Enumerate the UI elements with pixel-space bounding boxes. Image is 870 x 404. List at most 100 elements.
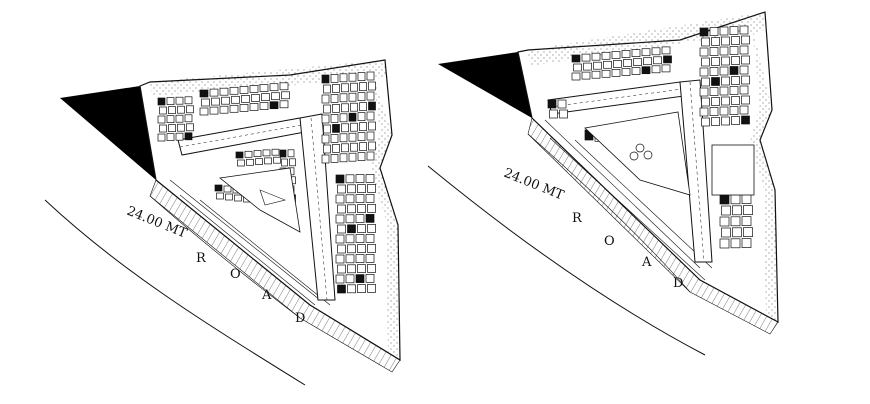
building-plot: [347, 224, 356, 234]
building-plot: [249, 103, 259, 111]
building-plot: [611, 51, 621, 59]
building-plot: [699, 67, 709, 77]
building-plot: [321, 94, 330, 104]
building-plot: [175, 96, 184, 105]
building-plot: [730, 216, 741, 227]
landscape-strip-right-r: [750, 25, 778, 322]
building-plot: [175, 114, 184, 123]
building-plot: [348, 132, 357, 142]
building-plot: [719, 66, 729, 76]
building-plot: [699, 27, 709, 37]
building-plot: [741, 238, 752, 248]
road-width-label-right: 24.00 MT: [502, 166, 567, 204]
building-plot: [601, 51, 611, 60]
building-plot: [701, 97, 710, 107]
building-plot: [651, 47, 661, 56]
building-plot: [365, 214, 375, 223]
building-plot: [337, 184, 346, 194]
building-plot: [347, 204, 356, 214]
building-blocks-right: [547, 25, 753, 249]
building-plot: [557, 99, 567, 109]
building-plot: [339, 113, 348, 123]
site-plan-right: [438, 11, 779, 335]
park-feature: [629, 143, 653, 161]
building-plot: [711, 117, 720, 126]
building-plot: [350, 142, 358, 152]
building-plot: [330, 114, 339, 123]
building-plot: [613, 60, 622, 68]
building-plot: [335, 234, 345, 244]
building-plot: [341, 123, 349, 133]
building-plot: [177, 123, 185, 132]
building-plot: [365, 194, 375, 203]
building-plot: [711, 77, 720, 86]
road-edge-inner-left: [149, 195, 301, 319]
building-plot: [583, 62, 592, 71]
road-letter-d-left: D: [295, 311, 305, 326]
building-plot: [332, 84, 340, 93]
building-plot: [711, 97, 720, 106]
road-edge-outer-right: [427, 165, 706, 356]
building-plot: [719, 26, 729, 36]
building-plot: [330, 154, 339, 163]
building-plot: [159, 106, 167, 115]
building-plot: [739, 85, 749, 95]
building-plot: [732, 227, 742, 238]
building-plot: [237, 159, 245, 167]
building-plot: [157, 97, 166, 106]
building-plot: [231, 95, 240, 104]
building-plot: [631, 67, 641, 75]
building-plot: [223, 185, 232, 193]
building-plot: [335, 174, 345, 184]
building-plot: [709, 27, 719, 36]
building-plot: [709, 67, 719, 76]
building-plot: [253, 150, 262, 157]
building-plot: [729, 66, 739, 75]
site-plan-left: [60, 59, 401, 373]
building-plot: [719, 194, 730, 205]
building-plot: [367, 204, 376, 213]
building-plot: [345, 194, 355, 204]
building-plot: [345, 274, 355, 284]
building-plot: [357, 72, 366, 81]
building-plot: [731, 56, 740, 65]
building-plot: [279, 149, 287, 158]
building-plot: [321, 114, 330, 124]
building-plot: [348, 112, 357, 122]
building-plot: [365, 274, 375, 283]
building-plot: [216, 192, 224, 200]
building-plot: [345, 234, 355, 244]
building-plot: [350, 102, 358, 112]
building-plot: [271, 148, 280, 156]
building-plot: [355, 234, 365, 243]
building-plot: [350, 122, 358, 132]
building-plot: [262, 149, 271, 157]
building-plot: [261, 93, 270, 101]
building-plot: [345, 254, 355, 264]
building-plot: [357, 152, 366, 161]
building-plot: [337, 264, 346, 274]
building-plot: [623, 59, 632, 67]
building-plot: [159, 124, 167, 133]
building-plot: [593, 61, 602, 70]
building-plot: [348, 72, 357, 82]
building-plot: [235, 151, 244, 159]
building-plot: [332, 124, 340, 133]
building-plot: [239, 86, 249, 94]
building-plot: [365, 234, 375, 243]
building-plot: [345, 214, 355, 224]
building-plot: [719, 46, 729, 56]
internal-road-vertical: [299, 113, 336, 301]
building-plot: [367, 284, 376, 293]
building-plot: [365, 174, 375, 183]
building-plot: [357, 112, 366, 121]
building-plot: [743, 205, 753, 215]
building-plot: [323, 144, 331, 154]
building-plot: [229, 86, 239, 95]
building-plot: [337, 204, 346, 214]
building-plot: [339, 73, 348, 83]
building-plot: [347, 284, 356, 294]
building-plot: [355, 214, 365, 223]
building-plot: [287, 149, 295, 158]
